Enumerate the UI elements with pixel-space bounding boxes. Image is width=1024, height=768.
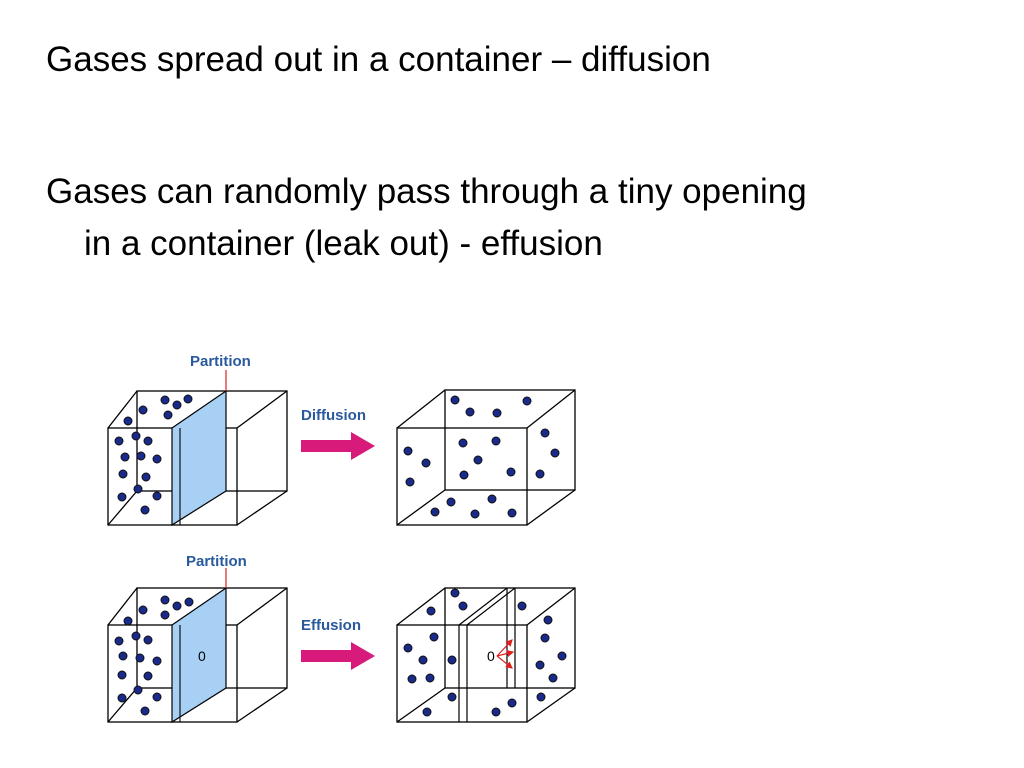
bottom-right-molecules xyxy=(403,588,567,717)
effusion-arrow xyxy=(301,642,375,670)
bottom-partition xyxy=(171,586,227,724)
effusion-hole-label: 0 xyxy=(487,648,495,664)
top-partition-label: Partition xyxy=(190,353,251,370)
escape-arrows xyxy=(496,639,515,669)
top-partition xyxy=(171,389,227,527)
top-left-molecules xyxy=(114,394,193,515)
bullet-diffusion: Gases spread out in a container – diffus… xyxy=(46,34,986,86)
bottom-right-partition xyxy=(458,587,516,722)
diffusion-arrow xyxy=(301,432,375,460)
bullet-effusion: Gases can randomly pass through a tiny o… xyxy=(46,166,986,270)
diffusion-arrow-label: Diffusion xyxy=(301,407,366,424)
top-left-container xyxy=(107,390,288,526)
effusion-arrow-label: Effusion xyxy=(301,617,361,634)
bottom-partition-label: Partition xyxy=(186,553,247,570)
bottom-right-container xyxy=(396,587,576,723)
bottom-left-container xyxy=(107,587,288,723)
top-right-molecules xyxy=(403,395,560,519)
partition-hole-label: 0 xyxy=(198,648,206,664)
bullet-effusion-line2: in a container (leak out) - effusion xyxy=(84,224,603,263)
bottom-left-molecules xyxy=(114,595,194,716)
bullet-diffusion-text: Gases spread out in a container – diffus… xyxy=(46,40,711,79)
bullet-effusion-line1: Gases can randomly pass through a tiny o… xyxy=(46,172,807,211)
top-right-container xyxy=(396,389,576,526)
